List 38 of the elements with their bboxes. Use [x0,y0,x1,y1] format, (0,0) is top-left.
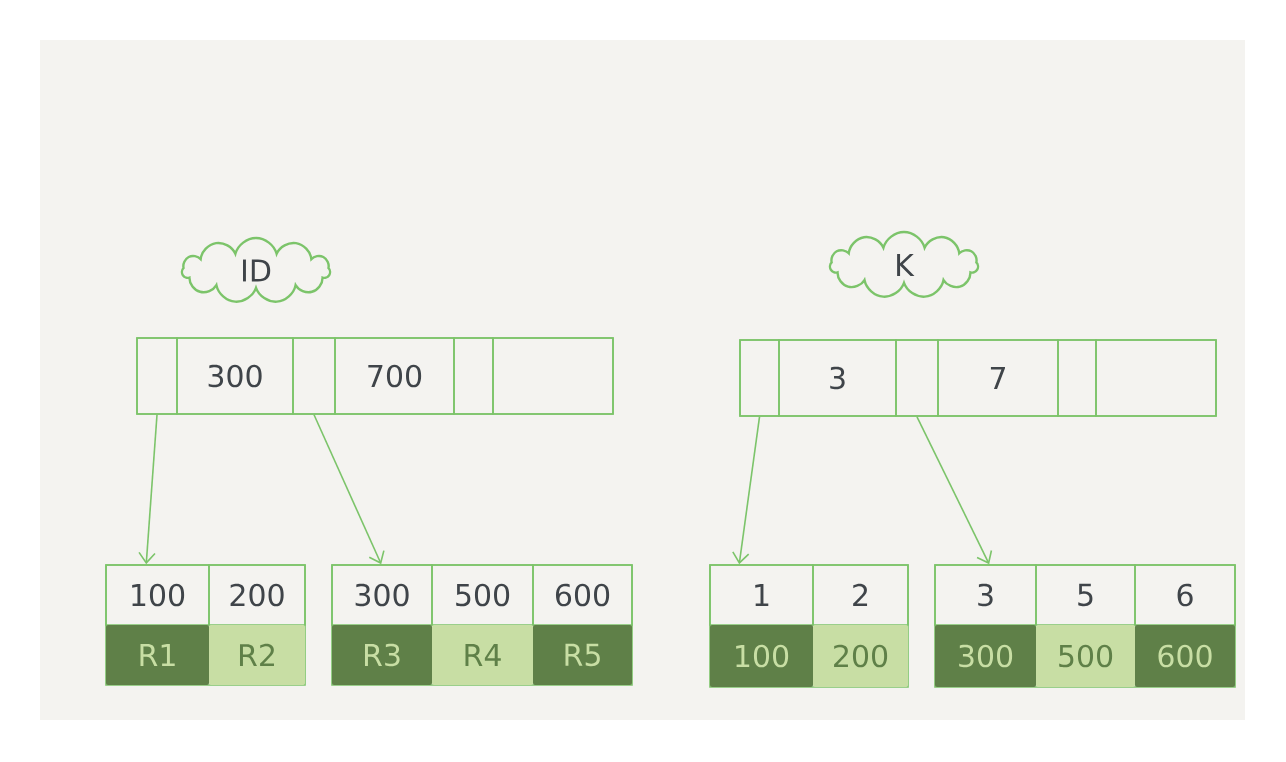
row-cell: 500 [1036,625,1135,687]
key-cell: 3 [778,339,897,417]
pointer-cell [136,337,178,415]
key-cell: 600 [532,564,633,626]
row-cell: 100 [710,625,813,687]
row-cell: 300 [935,625,1036,687]
row-cell: R1 [106,625,209,685]
pointer-arrow [313,414,385,565]
index-name-cloud: K [828,230,980,298]
pointer-cell [895,339,939,417]
pointer-cell [453,337,494,415]
key-cell: 3 [934,564,1037,626]
key-cell: 300 [331,564,433,626]
row-cell: R2 [209,625,305,685]
pointer-cell [492,337,614,415]
pointer-cell [292,337,336,415]
key-cell: 7 [937,339,1059,417]
row-cell: R3 [332,625,432,685]
key-cell: 300 [176,337,294,415]
key-cell: 700 [334,337,455,415]
pointer-arrow [732,415,761,565]
key-cell: 2 [812,564,909,626]
pointer-arrow [138,414,158,565]
key-cell: 100 [105,564,210,626]
key-cell: 1 [709,564,814,626]
pointer-arrow [916,415,993,565]
pointer-cell [1095,339,1217,417]
pointer-cell [739,339,780,417]
row-cell: R4 [432,625,533,685]
key-cell: 200 [208,564,306,626]
row-cell: R5 [533,625,632,685]
key-cell: 6 [1134,564,1236,626]
row-cell: 200 [813,625,908,687]
key-cell: 5 [1035,564,1136,626]
index-name-cloud: ID [180,236,332,303]
row-cell: 600 [1135,625,1235,687]
pointer-cell [1057,339,1097,417]
key-cell: 500 [431,564,534,626]
